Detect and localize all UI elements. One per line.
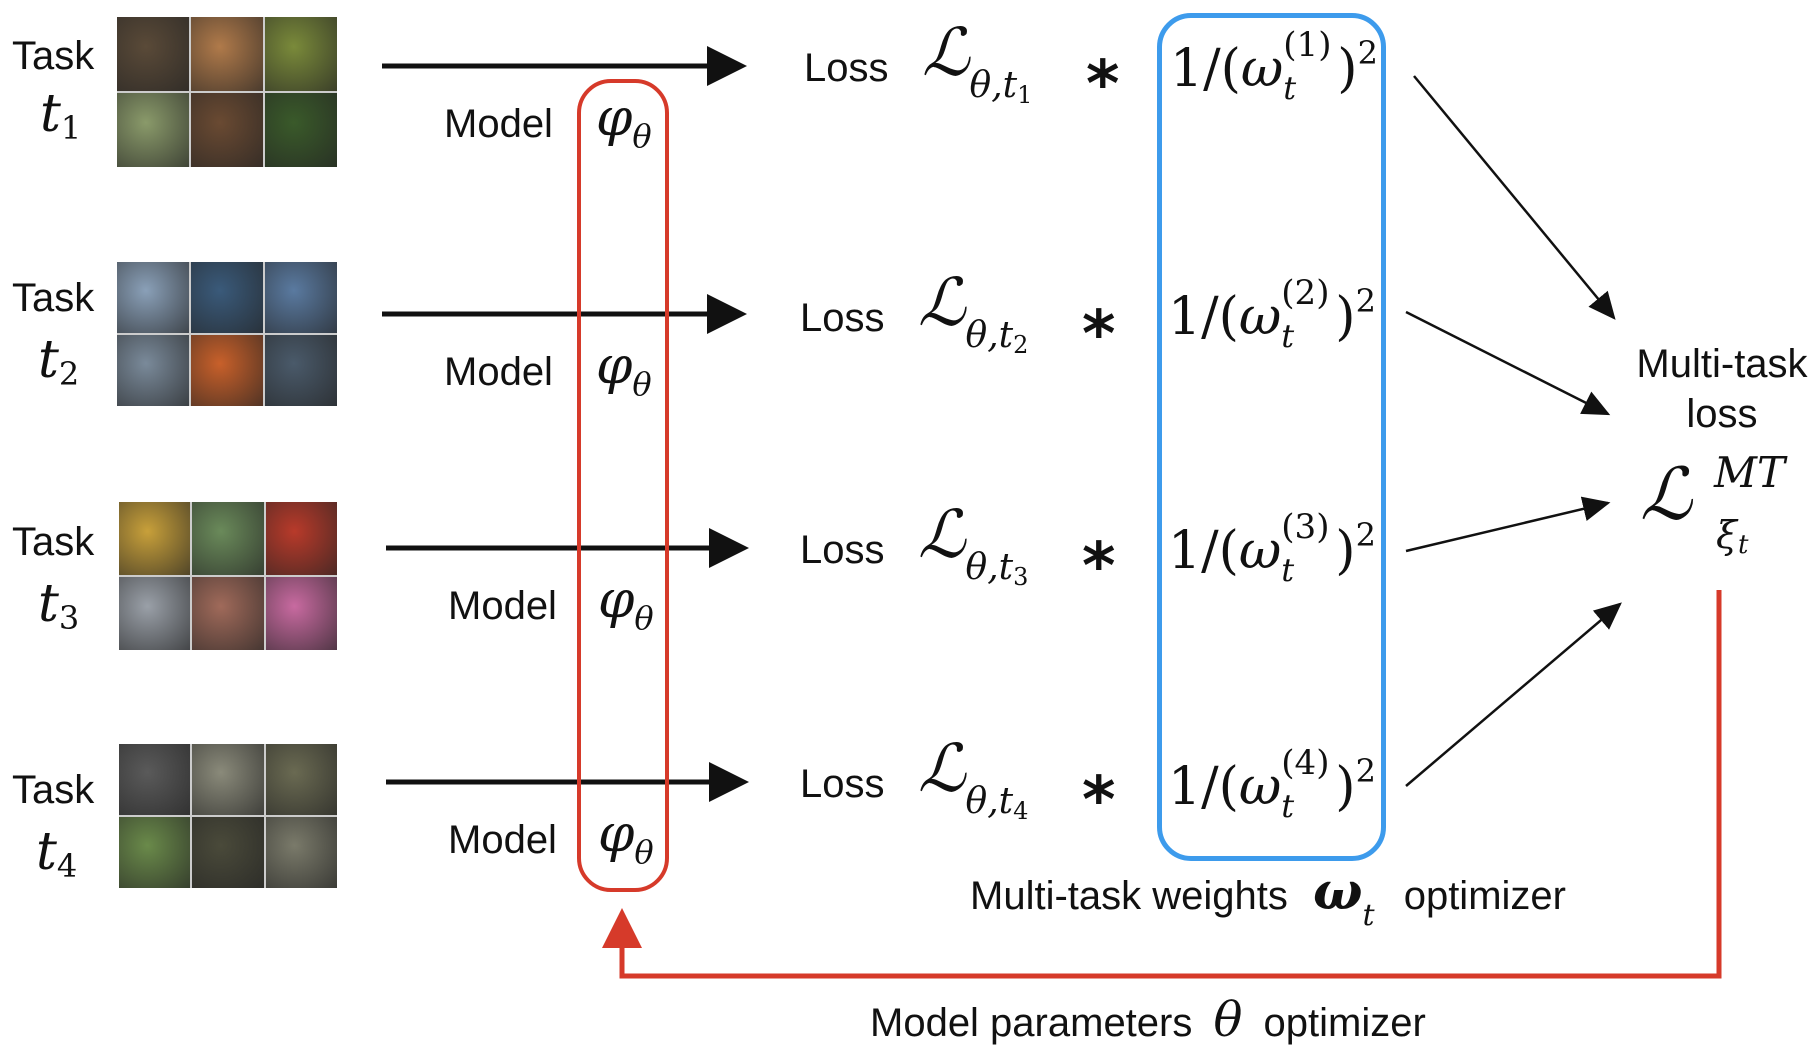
task-variable: t3 xyxy=(38,574,80,637)
image-tile xyxy=(192,744,264,815)
image-tile xyxy=(265,817,337,888)
model-box xyxy=(577,79,669,892)
image-tile xyxy=(117,335,189,406)
weight2-to-mtl-arrow xyxy=(1405,310,1611,416)
task1-image-mosaic xyxy=(117,17,337,167)
loss-label: Loss xyxy=(800,528,885,572)
model-symbol: φθ xyxy=(596,88,652,155)
task3-image-mosaic xyxy=(119,502,337,650)
weight1-to-mtl-arrow xyxy=(1413,75,1616,320)
model-label: Model xyxy=(448,818,557,862)
model-optimizer-feedback-arrow xyxy=(602,590,1722,979)
weight3-to-mtl-arrow xyxy=(1405,496,1611,553)
task-label: Task xyxy=(12,276,95,320)
task-label: Task xyxy=(12,768,95,812)
image-tile xyxy=(265,577,337,650)
multiply-symbol: * xyxy=(1082,298,1116,372)
image-tile xyxy=(191,93,263,167)
task-weight: 1/(ω(2)t)2 xyxy=(1168,272,1376,355)
loss-symbol: ℒθ,t3 xyxy=(918,496,1029,591)
loss-label: Loss xyxy=(800,762,885,806)
model-optimizer-caption: Model parameters θ optimizer xyxy=(870,992,1426,1048)
image-tile xyxy=(265,502,337,575)
weight4-to-mtl-arrow xyxy=(1405,602,1622,787)
loss-symbol: ℒθ,t2 xyxy=(918,264,1029,359)
task-label: Task xyxy=(12,520,95,564)
model-symbol: φθ xyxy=(596,336,652,403)
task-weight: 1/(ω(1)t)2 xyxy=(1170,24,1378,107)
image-tile xyxy=(119,817,191,888)
image-tile xyxy=(117,262,189,333)
image-tile xyxy=(119,502,191,575)
image-tile xyxy=(192,577,264,650)
task-variable: t1 xyxy=(40,84,82,147)
image-tile xyxy=(117,17,189,91)
image-tile xyxy=(119,577,191,650)
weights-optimizer-caption: Multi-task weights ωt optimizer xyxy=(970,861,1566,933)
loss-label: Loss xyxy=(800,296,885,340)
multitask-loss-line1: Multi-task xyxy=(1636,342,1808,386)
task-weight: 1/(ω(3)t)2 xyxy=(1168,506,1376,589)
multitask-loss-label: Multi-task loss xyxy=(1632,344,1812,434)
task-weight: 1/(ω(4)t)2 xyxy=(1168,742,1376,825)
task-variable: t4 xyxy=(36,822,78,885)
task4-image-mosaic xyxy=(119,744,337,888)
image-tile xyxy=(192,502,264,575)
task-label: Task xyxy=(12,34,95,78)
image-tile xyxy=(191,262,263,333)
model-label: Model xyxy=(448,584,557,628)
multiply-symbol: * xyxy=(1082,530,1116,604)
image-tile xyxy=(265,93,337,167)
image-tile xyxy=(191,335,263,406)
task2-image-mosaic xyxy=(117,262,337,406)
multitask-loss-symbol: ℒ MT ξ t xyxy=(1640,448,1786,560)
loss-symbol: ℒθ,t4 xyxy=(918,730,1029,825)
image-tile xyxy=(192,817,264,888)
multitask-loss-line2: loss xyxy=(1686,392,1758,436)
image-tile xyxy=(117,93,189,167)
loss-label: Loss xyxy=(804,46,889,90)
image-tile xyxy=(265,744,337,815)
image-tile xyxy=(265,17,337,91)
model-label: Model xyxy=(444,350,553,394)
model-symbol: φθ xyxy=(598,804,654,871)
image-tile xyxy=(265,262,337,333)
model-symbol: φθ xyxy=(598,570,654,637)
model-label: Model xyxy=(444,102,553,146)
task-variable: t2 xyxy=(38,330,80,393)
loss-symbol: ℒθ,t1 xyxy=(922,14,1033,109)
image-tile xyxy=(265,335,337,406)
image-tile xyxy=(119,744,191,815)
image-tile xyxy=(191,17,263,91)
weights-box xyxy=(1157,13,1386,861)
multiply-symbol: * xyxy=(1086,48,1120,122)
multiply-symbol: * xyxy=(1082,764,1116,838)
